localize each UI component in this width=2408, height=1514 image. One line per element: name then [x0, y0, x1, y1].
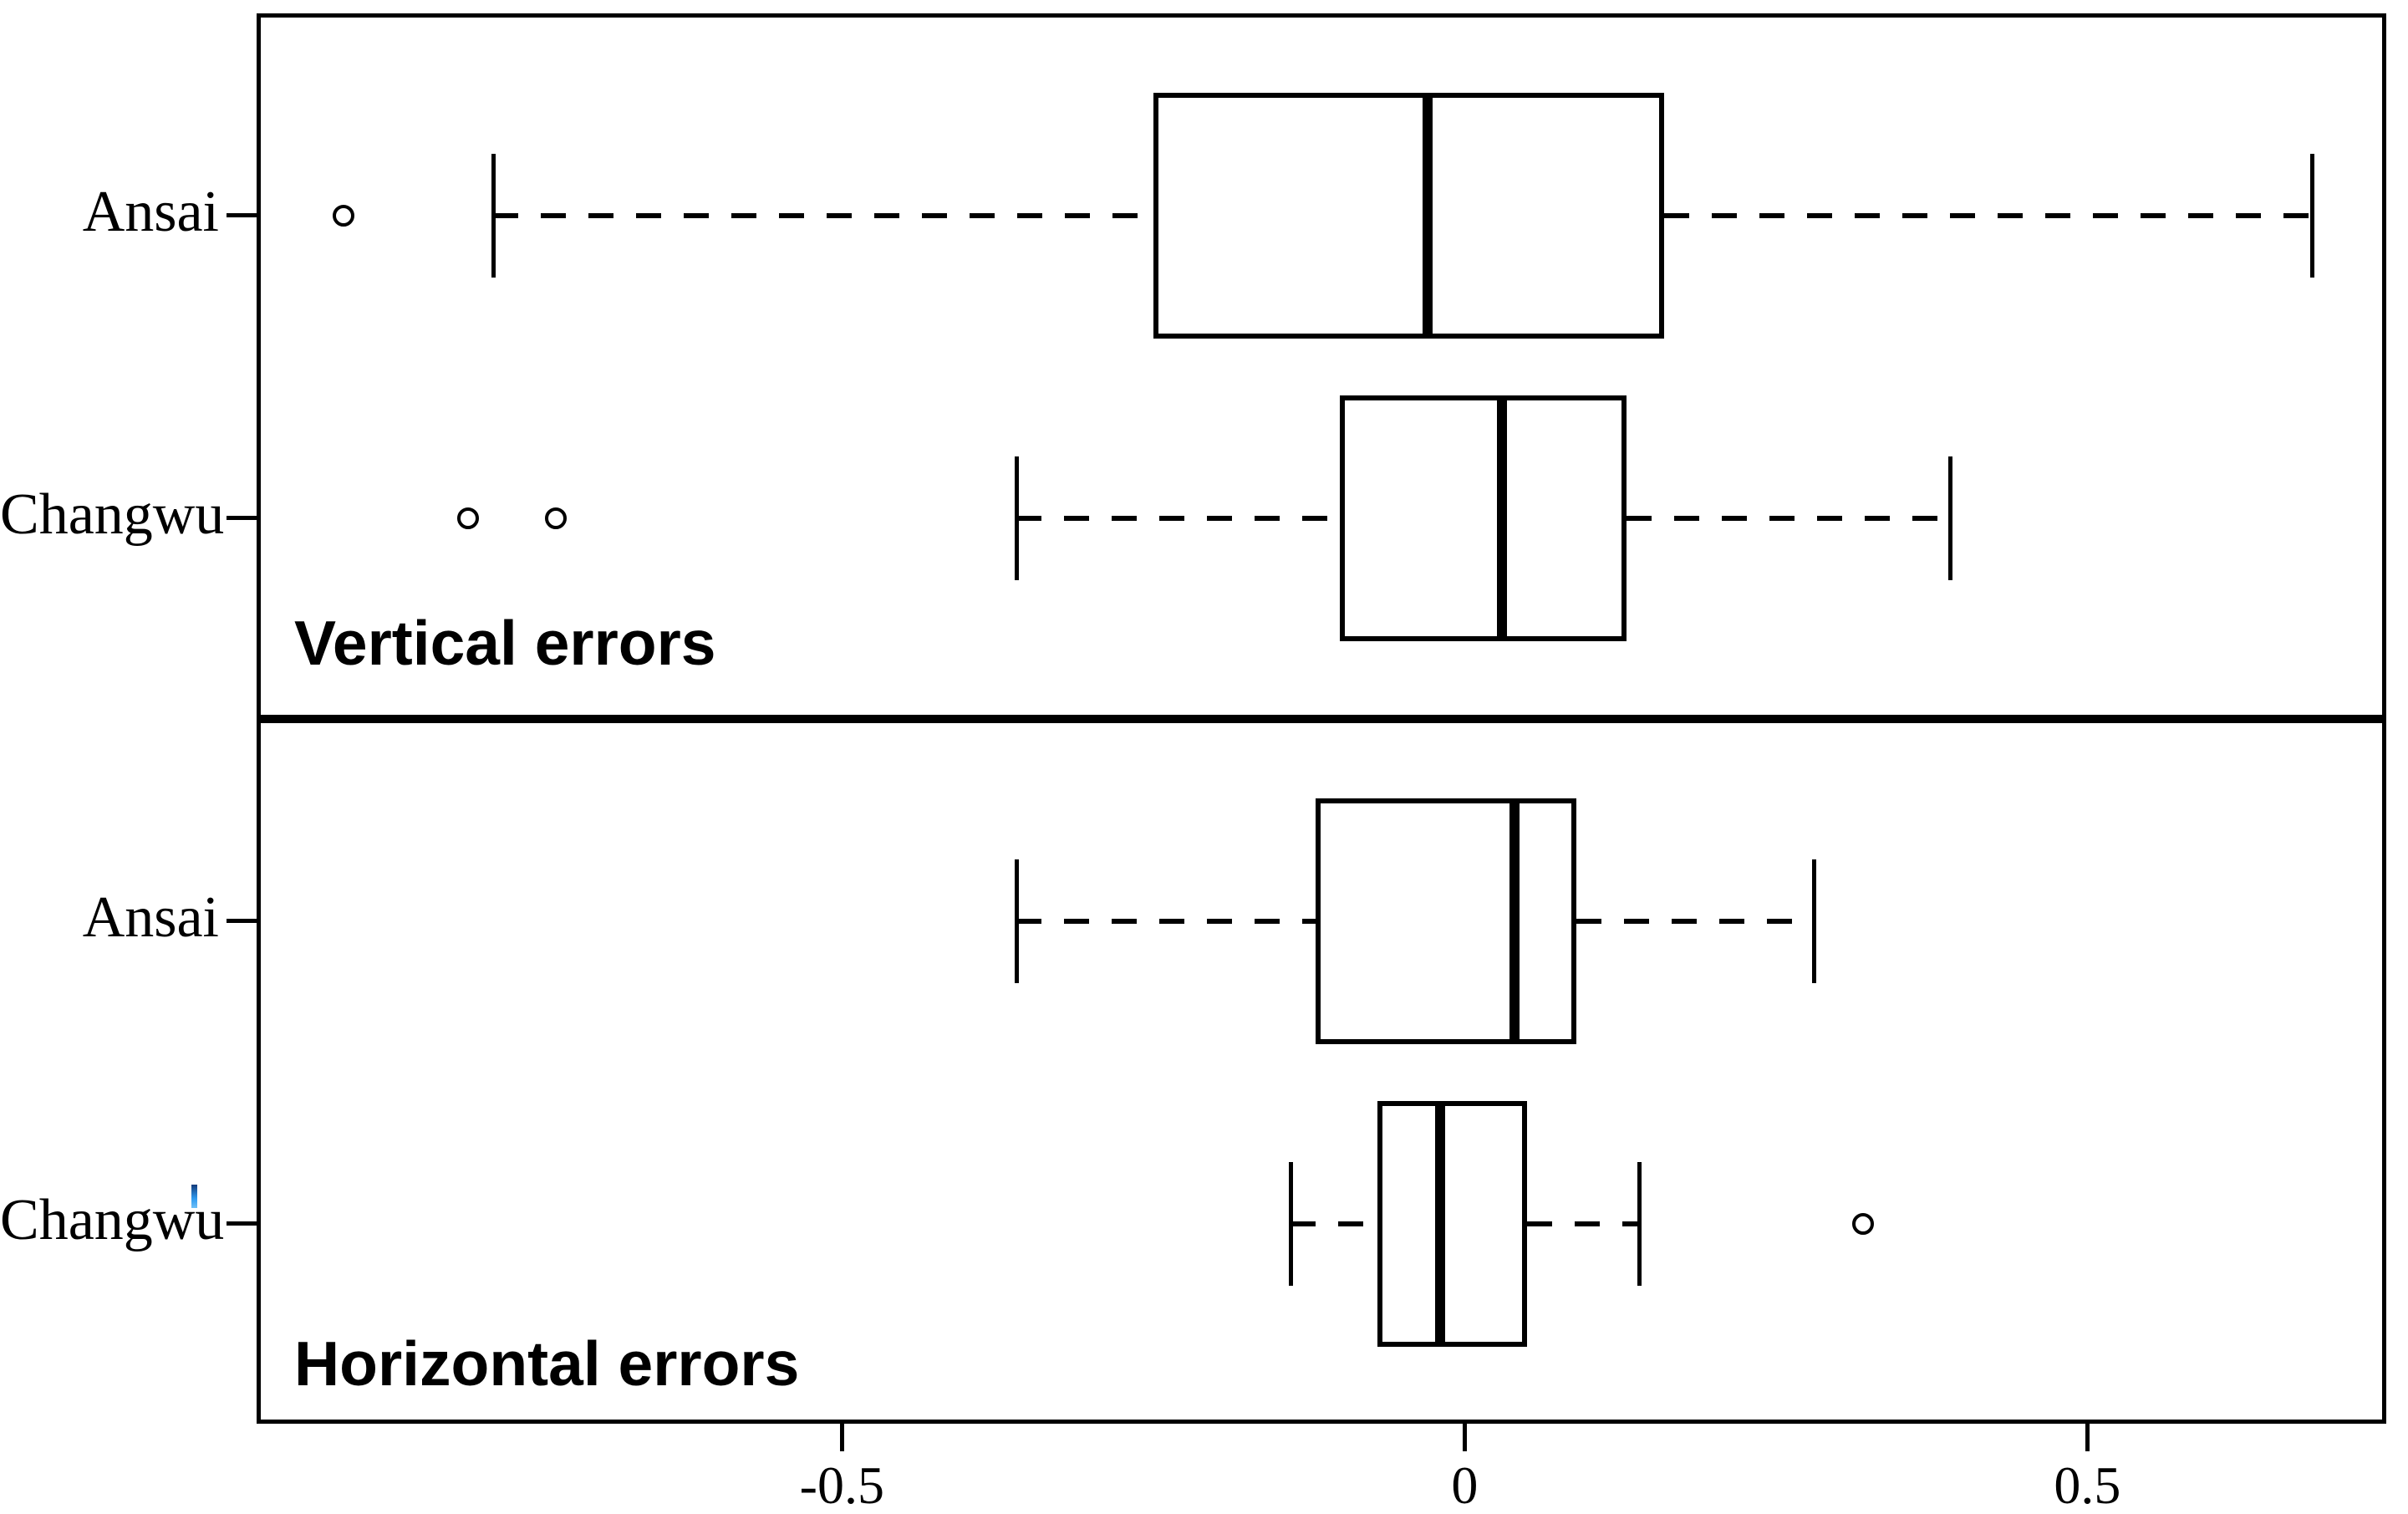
- whisker-cap: [1811, 859, 1816, 983]
- category-tick: [227, 919, 257, 923]
- whisker-line: [1016, 516, 1341, 521]
- whisker-line: [1290, 1221, 1378, 1226]
- box: [1377, 1101, 1527, 1347]
- whisker-cap: [1014, 456, 1019, 580]
- category-tick: [227, 213, 257, 217]
- whisker-cap: [1014, 859, 1019, 983]
- median-line: [1497, 395, 1508, 641]
- x-axis-tick: [1463, 1424, 1468, 1451]
- box: [1153, 93, 1664, 339]
- median-line: [1509, 798, 1520, 1044]
- stray-blue-mark: [191, 1185, 197, 1208]
- category-label: Changwu: [0, 482, 225, 547]
- category-tick: [227, 516, 257, 520]
- whisker-line: [493, 213, 1153, 218]
- x-axis-tick: [840, 1424, 845, 1451]
- whisker-line: [1576, 919, 1814, 924]
- category-label: Changwu: [0, 1188, 225, 1252]
- x-axis-tick-label: 0.5: [2054, 1455, 2121, 1514]
- whisker-line: [1526, 1221, 1639, 1226]
- outlier-point: [544, 507, 567, 529]
- whisker-cap: [491, 154, 496, 278]
- whisker-line: [1663, 213, 2312, 218]
- category-label: Ansai: [82, 180, 219, 244]
- whisker-line: [1016, 919, 1316, 924]
- outlier-point: [1852, 1213, 1875, 1235]
- category-label: Ansai: [82, 885, 219, 950]
- whisker-line: [1627, 516, 1951, 521]
- panel-title-horizontal-errors: Horizontal errors: [294, 1328, 800, 1399]
- median-line: [1434, 1101, 1445, 1347]
- x-axis-tick: [2085, 1424, 2090, 1451]
- panel-divider: [257, 715, 2386, 723]
- whisker-cap: [1288, 1162, 1293, 1286]
- whisker-cap: [1637, 1162, 1642, 1286]
- x-axis-tick-label: 0: [1451, 1455, 1479, 1514]
- outlier-point: [333, 205, 355, 227]
- panel-title-vertical-errors: Vertical errors: [294, 608, 716, 678]
- outlier-point: [457, 507, 480, 529]
- box: [1340, 395, 1627, 641]
- whisker-cap: [1948, 456, 1953, 580]
- whisker-cap: [2309, 154, 2314, 278]
- category-tick: [227, 1221, 257, 1226]
- x-axis-tick-label: -0.5: [799, 1455, 884, 1514]
- median-line: [1422, 93, 1433, 339]
- box: [1315, 798, 1577, 1044]
